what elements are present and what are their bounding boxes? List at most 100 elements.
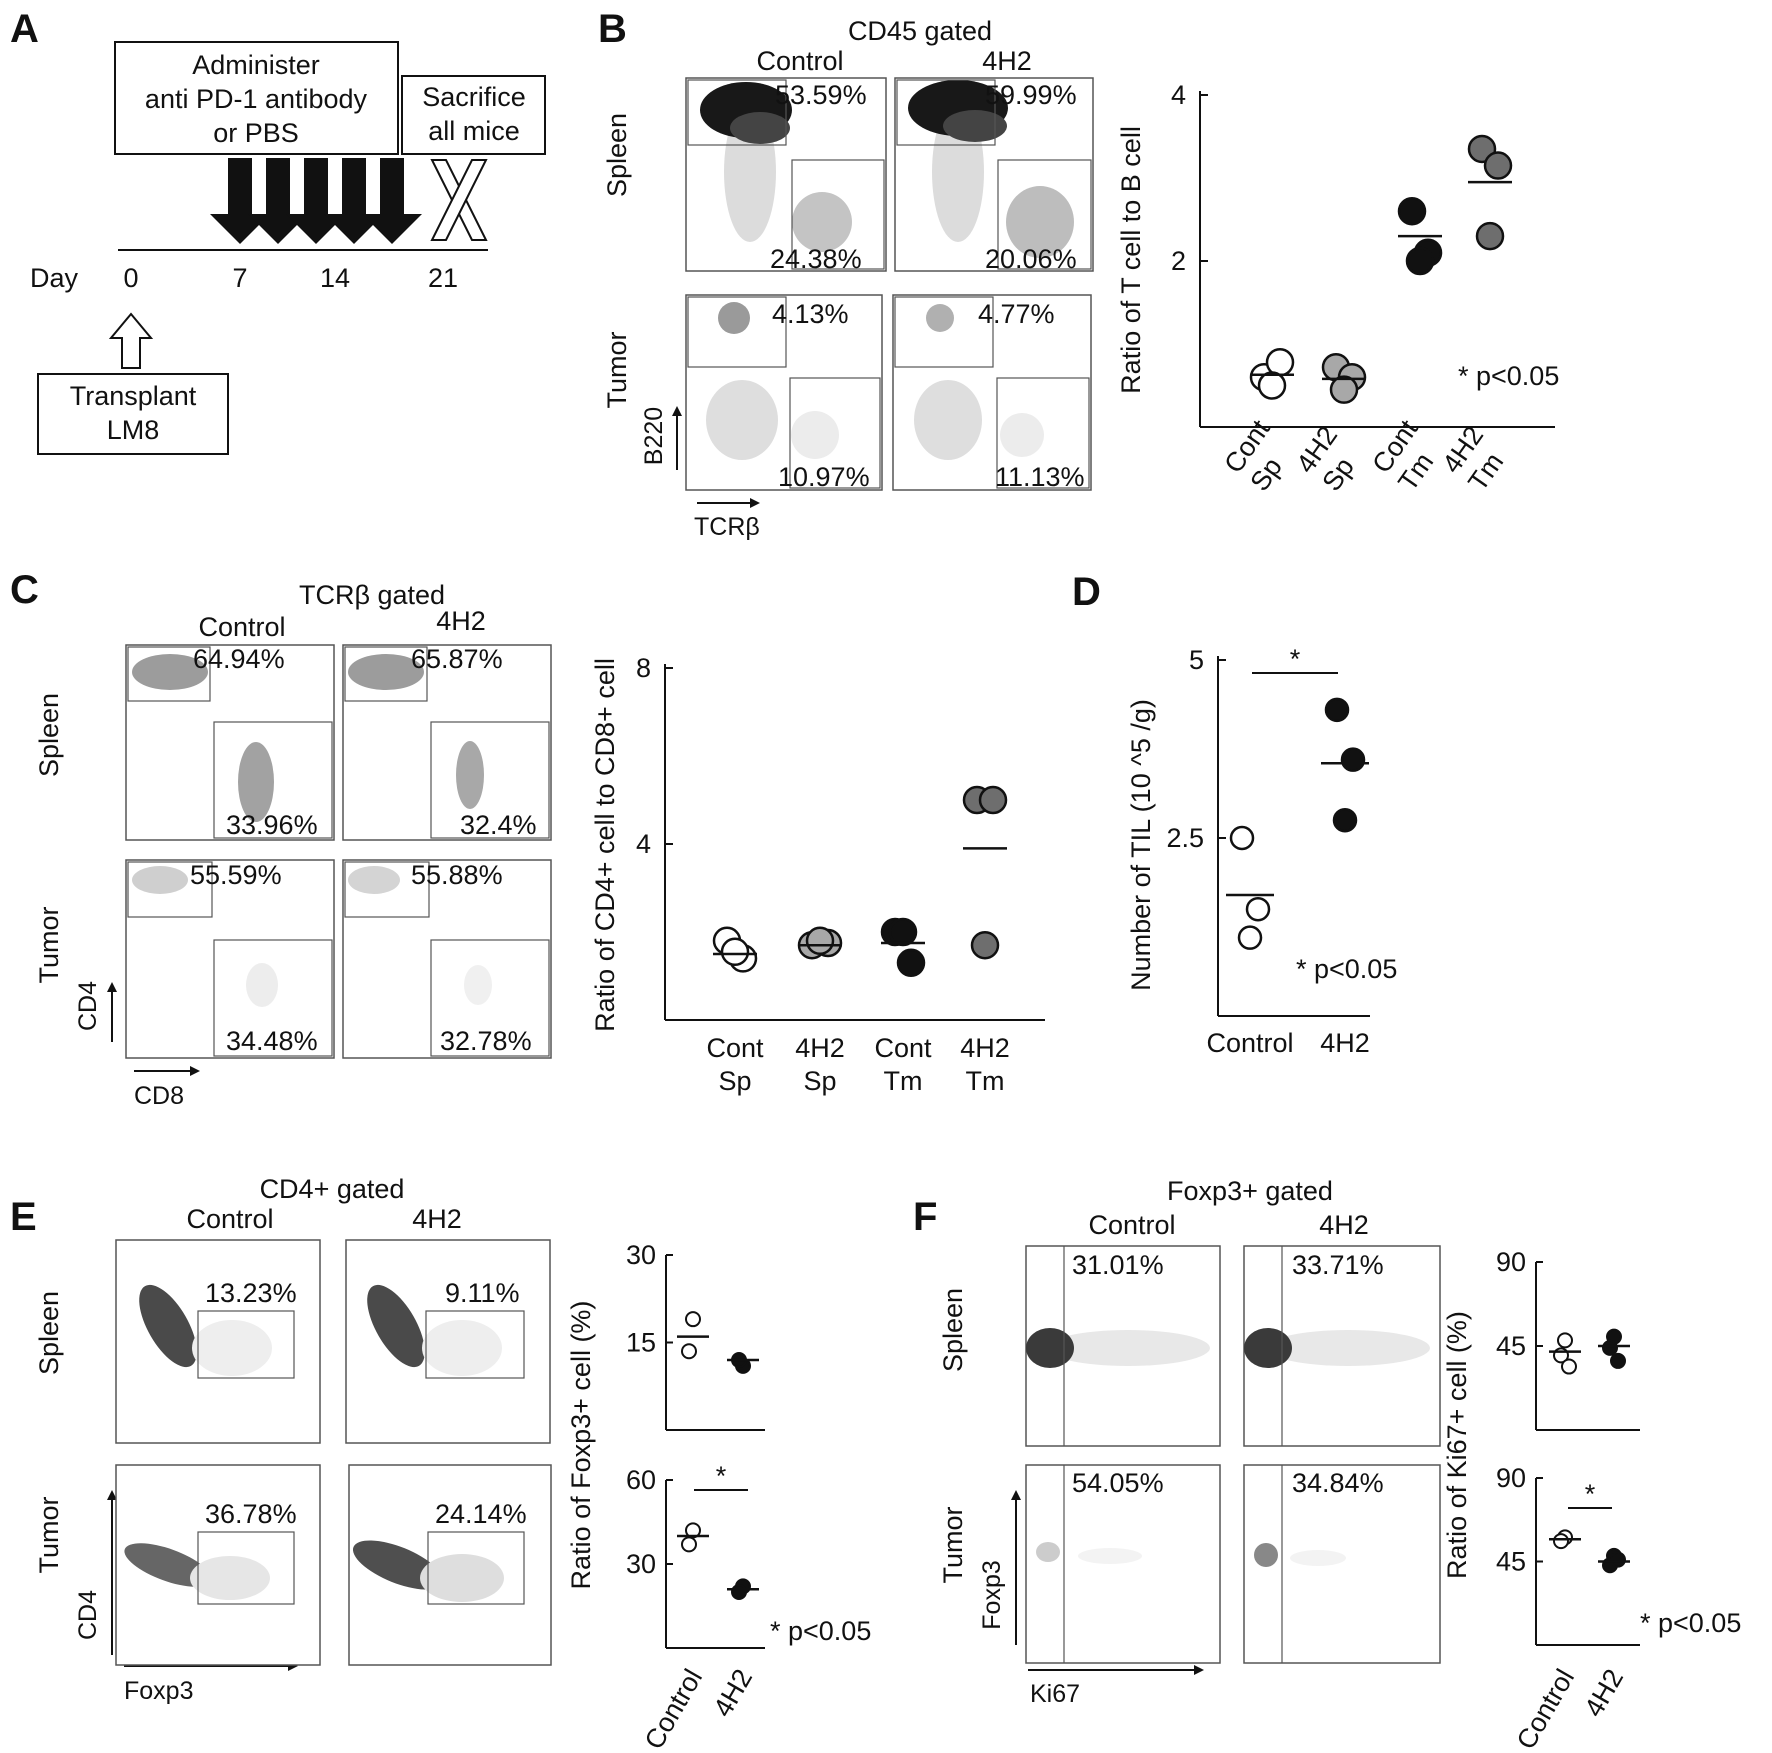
data-point: [1483, 151, 1513, 180]
panel-f-row-tumor: Tumor: [938, 1506, 968, 1583]
foxp3-axis-label: Foxp3: [124, 1677, 193, 1705]
x-tick-label: Tm: [884, 1066, 923, 1096]
gate-percent: 36.78%: [205, 1499, 297, 1529]
y-axis-label: Ratio of Ki67+ cell (%): [1442, 1311, 1472, 1579]
panel-e-row-tumor: Tumor: [34, 1496, 64, 1573]
panel-f-gate-title: Foxp3+ gated: [1167, 1176, 1333, 1206]
day-14: 14: [320, 263, 350, 293]
data-point: [978, 785, 1008, 815]
panel-e-col-4h2: 4H2: [412, 1204, 462, 1234]
flow-plot-e-tumor-4h2: 24.14%: [348, 1464, 552, 1666]
dose-arrow-icon: [248, 158, 308, 244]
panel-f-significance-note: * p<0.05: [1640, 1608, 1741, 1638]
gate-percent: 10.97%: [778, 462, 870, 492]
data-point: [1553, 1533, 1569, 1550]
data-point: [1561, 1358, 1577, 1375]
panel-c-gate-title: TCRβ gated: [299, 580, 445, 610]
data-point: [1397, 196, 1427, 226]
flow-plot-c-spleen-4h2: 65.87% 32.4%: [342, 644, 552, 841]
day-7: 7: [232, 263, 247, 293]
panel-f: F Foxp3+ gated Control 4H2 Spleen Tumor …: [913, 1176, 1741, 1753]
transplant-arrow-icon: [108, 312, 154, 369]
data-point: [1245, 896, 1271, 922]
data-point: [1557, 1332, 1573, 1349]
ki67-axis-label: Ki67: [1030, 1680, 1080, 1708]
data-point: [1332, 807, 1358, 833]
gate-percent: 54.05%: [1072, 1468, 1164, 1498]
data-point: [1229, 825, 1255, 851]
data-point: [1602, 1339, 1618, 1356]
y-tick-label: 45: [1496, 1547, 1526, 1577]
panel-c-row-tumor: Tumor: [34, 906, 64, 983]
panel-e-col-control: Control: [186, 1204, 273, 1234]
y-axis-label: Number of TIL (10 ^5 /g): [1126, 699, 1156, 991]
gate-percent: 9.11%: [445, 1278, 520, 1308]
day-21: 21: [428, 263, 458, 293]
data-point: [1324, 697, 1350, 723]
panel-b-row-tumor: Tumor: [602, 331, 632, 408]
panel-f-significance-star: *: [1585, 1479, 1596, 1509]
data-point: [970, 930, 1000, 960]
data-point: [731, 1584, 747, 1600]
flow-plot-b-spleen-control: 53.59% 24.38%: [685, 77, 887, 274]
gate-percent: 34.84%: [1292, 1468, 1384, 1498]
gate-percent: 33.71%: [1292, 1250, 1384, 1280]
x-tick-label: Sp: [718, 1066, 751, 1096]
x-tick-label: 4H2: [1320, 1028, 1370, 1058]
gate-percent: 11.13%: [995, 462, 1085, 492]
flow-plot-e-spleen-4h2: 9.11%: [345, 1239, 551, 1444]
cd8-axis-label: CD8: [134, 1082, 184, 1110]
gate-percent: 31.01%: [1072, 1250, 1164, 1280]
flow-plot-c-tumor-4h2: 55.88% 32.78%: [342, 859, 552, 1059]
panel-b-col-4h2: 4H2: [982, 46, 1032, 76]
panel-d-letter: D: [1072, 570, 1101, 614]
panel-b-significance-note: * p<0.05: [1458, 361, 1559, 391]
y-tick-label: 30: [626, 1240, 656, 1270]
panel-c: C TCRβ gated Control 4H2 Spleen Tumor CD…: [10, 568, 1045, 1110]
y-tick-label: 4: [1171, 80, 1186, 110]
dose-arrow-icon: [210, 158, 270, 244]
x-tick-label: 4H2: [960, 1033, 1010, 1063]
data-point: [681, 1536, 697, 1553]
gate-percent: 4.13%: [772, 299, 849, 329]
transplant-box: [37, 373, 229, 455]
data-point: [681, 1343, 697, 1360]
data-point: [1475, 221, 1505, 251]
cd4-arrow-head-icon: [107, 982, 117, 992]
b220-arrow-head-icon: [672, 406, 682, 416]
gate-percent: 55.59%: [190, 860, 282, 890]
administer-box: [114, 41, 399, 155]
transplant-line-1: Transplant: [70, 381, 197, 411]
dose-arrow-icon: [362, 158, 422, 244]
cd4-axis-label-e: CD4: [74, 1590, 102, 1640]
day-label: Day: [30, 263, 79, 293]
x-tick-label: Control: [1511, 1664, 1581, 1753]
gate-percent: 20.06%: [985, 244, 1077, 274]
x-tick-label: Control: [639, 1664, 709, 1753]
y-tick-label: 2.5: [1166, 823, 1204, 853]
panel-d-significance-note: * p<0.05: [1296, 954, 1397, 984]
panel-f-row-spleen: Spleen: [938, 1288, 968, 1372]
gate-percent: 34.48%: [226, 1026, 318, 1056]
dose-arrows: [210, 158, 422, 244]
x-tick-label: Cont: [874, 1033, 932, 1063]
panel-e-letter: E: [10, 1195, 37, 1239]
panel-f-col-control: Control: [1088, 1210, 1175, 1240]
panel-e-row-spleen: Spleen: [34, 1291, 64, 1375]
data-point: [1237, 925, 1263, 950]
data-point: [896, 948, 926, 978]
flow-plot-f-tumor-control: 54.05%: [1025, 1464, 1221, 1664]
data-point: [1610, 1352, 1626, 1369]
data-point: [888, 917, 918, 947]
gate-percent: 24.14%: [435, 1499, 527, 1529]
y-axis-label: Ratio of Foxp3+ cell (%): [566, 1301, 596, 1590]
flow-plot-f-spleen-4h2: 33.71%: [1243, 1245, 1441, 1447]
data-point: [1340, 747, 1366, 772]
x-tick-label: Control: [1206, 1028, 1293, 1058]
panel-e-gate-title: CD4+ gated: [260, 1174, 405, 1204]
y-tick-label: 5: [1189, 645, 1204, 675]
panel-f-col-4h2: 4H2: [1319, 1210, 1369, 1240]
